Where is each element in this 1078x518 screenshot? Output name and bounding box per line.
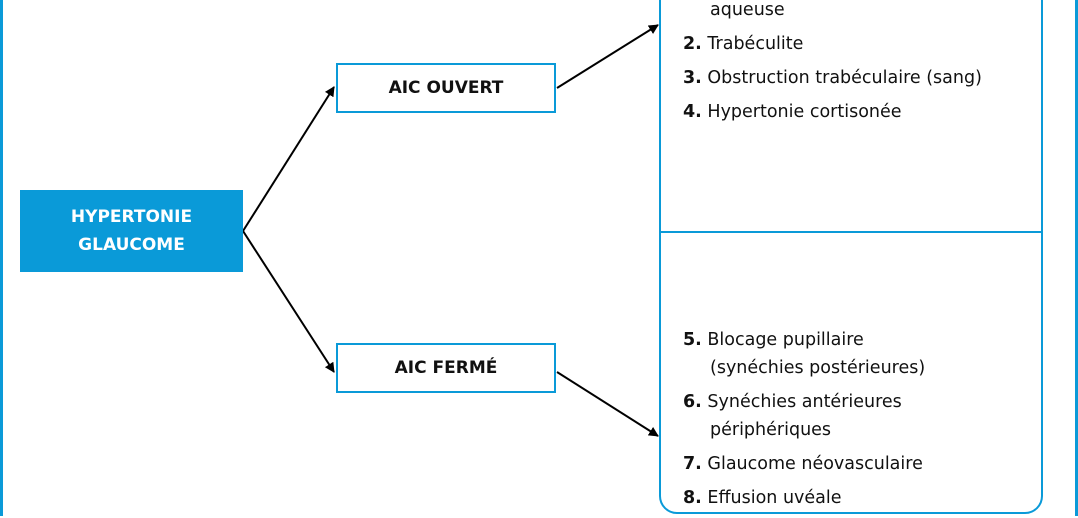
cause-text: Blocage pupillaire xyxy=(707,330,864,350)
arrow-root-to-open xyxy=(242,86,335,232)
causes-panel xyxy=(659,0,1043,514)
cause-text: Effusion uvéale xyxy=(707,488,842,508)
cause-item: 4. Hypertonie cortisonée xyxy=(683,98,1033,126)
cause-text: Glaucome néovasculaire xyxy=(707,454,923,474)
cause-item: 8. Effusion uvéale xyxy=(683,484,1033,512)
cause-text: Obstruction trabéculaire (sang) xyxy=(707,68,982,88)
cause-text: Trabéculite xyxy=(707,34,804,54)
cause-item: aqueuse xyxy=(683,0,1033,24)
cause-number: 2. xyxy=(683,34,702,54)
cause-number: 6. xyxy=(683,392,702,412)
cause-item: 7. Glaucome néovasculaire xyxy=(683,450,1033,478)
panel-divider xyxy=(661,231,1041,233)
arrow-root-to-closed xyxy=(242,230,335,373)
cause-item: 2. Trabéculite xyxy=(683,30,1033,58)
cause-item: 3. Obstruction trabéculaire (sang) xyxy=(683,64,1033,92)
branch-closed-label: AIC FERMÉ xyxy=(394,358,498,378)
cause-text: Hypertonie cortisonée xyxy=(707,102,902,122)
root-node-line2: GLAUCOME xyxy=(78,235,185,255)
cause-continuation: aqueuse xyxy=(710,0,785,20)
open-angle-causes-list: aqueuse 2. Trabéculite 3. Obstruction tr… xyxy=(683,0,1033,132)
cause-number: 4. xyxy=(683,102,702,122)
branch-node-aic-ouvert: AIC OUVERT xyxy=(336,63,556,113)
arrow-open-to-causes xyxy=(556,24,659,89)
cause-number: 3. xyxy=(683,68,702,88)
cause-number: 8. xyxy=(683,488,702,508)
root-node-line1: HYPERTONIE xyxy=(70,207,193,227)
branch-open-label: AIC OUVERT xyxy=(388,78,504,98)
branch-node-aic-ferme: AIC FERMÉ xyxy=(336,343,556,393)
cause-number: 5. xyxy=(683,330,702,350)
closed-angle-causes-list: 5. Blocage pupillaire (synéchies postéri… xyxy=(683,326,1033,518)
outer-border-left xyxy=(0,0,3,516)
arrow-closed-to-causes xyxy=(556,371,659,437)
cause-item: 5. Blocage pupillaire (synéchies postéri… xyxy=(683,326,1033,382)
outer-border-right xyxy=(1075,0,1078,516)
root-node-hypertonie-glaucome: HYPERTONIE GLAUCOME xyxy=(20,190,243,272)
cause-number: 7. xyxy=(683,454,702,474)
cause-continuation: (synéchies postérieures) xyxy=(710,358,926,378)
cause-item: 6. Synéchies antérieures périphériques xyxy=(683,388,1033,444)
cause-continuation: périphériques xyxy=(710,420,832,440)
cause-text: Synéchies antérieures xyxy=(707,392,902,412)
